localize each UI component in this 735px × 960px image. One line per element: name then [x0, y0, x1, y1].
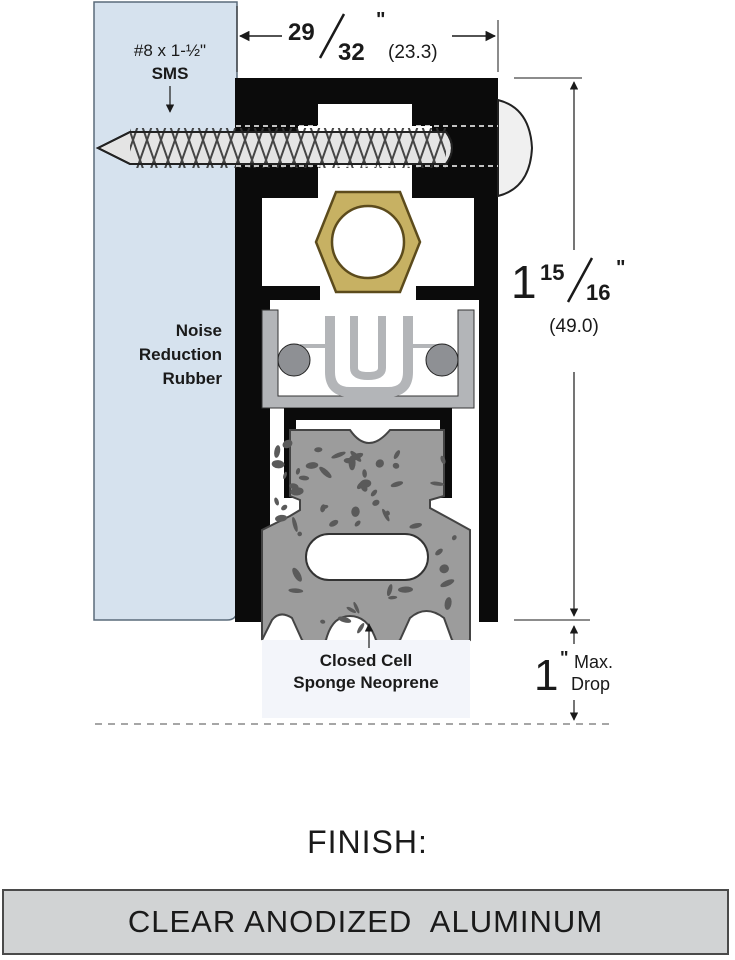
- sponge-spot: [393, 450, 401, 460]
- sponge-spot: [390, 481, 404, 488]
- sponge-spot: [372, 499, 380, 506]
- height-denominator: 16: [586, 280, 610, 305]
- sponge-spot: [320, 619, 326, 624]
- sponge-spot: [283, 471, 287, 480]
- rubber-label-line-3: Rubber: [163, 369, 223, 388]
- height-unit: ": [616, 257, 625, 279]
- hex-nut: [314, 190, 422, 294]
- finish-value-box: CLEAR ANODIZED ALUMINUM: [2, 889, 729, 955]
- height-dimension: 1 15 16 " (49.0): [511, 77, 625, 621]
- sponge-spot: [370, 489, 378, 497]
- screw-callout: #8 x 1-½" SMS: [134, 41, 206, 113]
- sponge-spot: [275, 514, 288, 522]
- width-numerator: 29: [288, 19, 315, 46]
- door-panel: [93, 1, 238, 621]
- sponge-spot: [297, 531, 303, 537]
- sponge-spot: [392, 462, 400, 469]
- sponge-spot: [274, 497, 279, 506]
- sponge-texture: [271, 439, 457, 634]
- sponge-spot: [274, 445, 281, 458]
- sponge-spot: [298, 475, 310, 481]
- sponge-spot: [295, 467, 301, 475]
- sponge-spot: [348, 455, 356, 471]
- width-metric: (23.3): [388, 42, 438, 63]
- sponge-spot: [385, 510, 390, 516]
- drop-text-2: Drop: [571, 674, 610, 694]
- sponge-spot: [398, 586, 413, 593]
- sponge-spot: [350, 450, 362, 462]
- rubber-callout: Noise Reduction Rubber: [139, 321, 222, 388]
- sponge-spot: [375, 459, 384, 468]
- door-bottom-diagram: 29 32 " (23.3) #8 x 1-½" SMS 1 15 16 " (…: [93, 1, 625, 725]
- drop-dimension: 1 " Max. Drop: [534, 625, 613, 721]
- sponge-spot: [271, 460, 285, 469]
- sponge-spot: [362, 469, 367, 478]
- sponge-label-line-1: Closed Cell: [320, 651, 413, 670]
- sponge-spot: [319, 466, 332, 479]
- sponge-spot: [444, 597, 452, 610]
- sponge-spot: [331, 451, 346, 459]
- screw: [95, 98, 534, 198]
- sponge-spot: [305, 462, 319, 469]
- sponge-spot: [451, 535, 457, 541]
- sponge-spot: [440, 579, 455, 588]
- sponge-spot: [281, 504, 288, 511]
- screw-size-label: #8 x 1-½": [134, 41, 206, 60]
- sponge-spot: [357, 623, 365, 634]
- sponge-spot: [382, 508, 390, 522]
- sponge-spot: [388, 595, 398, 600]
- rubber-label-line-1: Noise: [176, 321, 222, 340]
- screw-type-label: SMS: [152, 64, 189, 83]
- sponge-spot: [292, 516, 298, 532]
- sponge-spot: [282, 439, 293, 449]
- sponge-spot: [329, 519, 339, 527]
- rubber-label-line-2: Reduction: [139, 345, 222, 364]
- sponge-spot: [288, 588, 304, 594]
- sponge-spot: [320, 504, 329, 510]
- sponge-spot: [353, 601, 360, 614]
- sponge-spot: [354, 520, 361, 527]
- sponge-spot: [346, 606, 357, 613]
- sponge-spot: [290, 487, 304, 496]
- sponge-seal: [261, 429, 471, 646]
- sponge-spot: [440, 455, 446, 465]
- sponge-spot: [338, 616, 352, 623]
- sponge-spot: [314, 447, 323, 453]
- sponge-label-line-2: Sponge Neoprene: [293, 673, 438, 692]
- drop-ghost: [262, 640, 470, 718]
- height-metric: (49.0): [549, 316, 599, 337]
- sponge-spot: [359, 479, 372, 488]
- height-whole: 1: [511, 256, 537, 308]
- width-denominator: 32: [338, 39, 365, 66]
- drop-value: 1: [534, 651, 558, 700]
- sponge-spot: [386, 584, 393, 597]
- sponge-spot: [435, 548, 443, 556]
- sponge-callout: Closed Cell Sponge Neoprene: [293, 623, 439, 692]
- carrier: [284, 408, 452, 498]
- width-dimension: 29 32 " (23.3): [236, 6, 499, 72]
- width-unit: ": [376, 9, 385, 31]
- sponge-spot: [430, 481, 445, 486]
- rubber-insert: [261, 309, 475, 409]
- sponge-spot: [351, 506, 360, 517]
- height-numerator: 15: [540, 260, 564, 285]
- sponge-spot: [439, 564, 449, 574]
- finish-title: FINISH:: [307, 824, 428, 860]
- sponge-spot: [292, 567, 302, 582]
- sponge-spot: [409, 522, 422, 529]
- drop-text-1: Max.: [574, 652, 613, 672]
- drop-unit: ": [560, 648, 569, 668]
